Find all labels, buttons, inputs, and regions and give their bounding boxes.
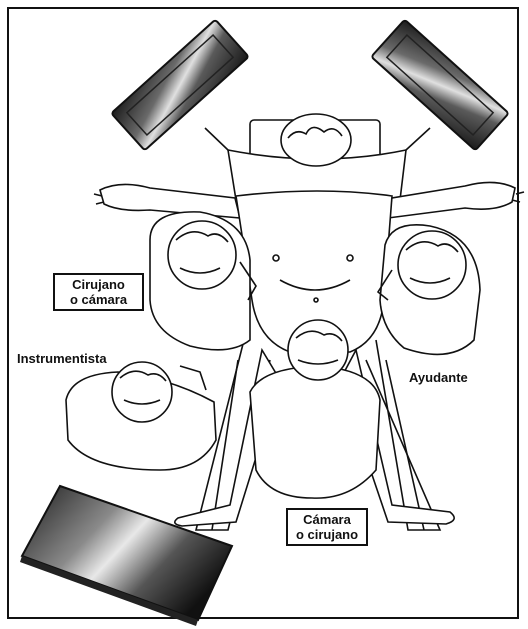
label-scrub-nurse: Instrumentista [17, 351, 107, 366]
label-surgeon-or-camera-line1: Cirujano [60, 277, 137, 292]
label-assistant: Ayudante [409, 370, 468, 385]
label-camera-or-surgeon-line1: Cámara [293, 512, 361, 527]
left-monitor [111, 20, 248, 151]
instrument-tray [20, 486, 232, 626]
scrub-nurse-figure [66, 362, 216, 470]
surgeon-left-figure [150, 212, 256, 350]
label-surgeon-or-camera: Cirujano o cámara [53, 273, 144, 311]
patient-head [281, 114, 351, 166]
label-camera-or-surgeon-line2: o cirujano [293, 527, 361, 542]
label-camera-or-surgeon: Cámara o cirujano [286, 508, 368, 546]
label-surgeon-or-camera-line2: o cámara [60, 292, 137, 307]
assistant-figure [378, 225, 480, 355]
right-monitor [371, 20, 508, 151]
